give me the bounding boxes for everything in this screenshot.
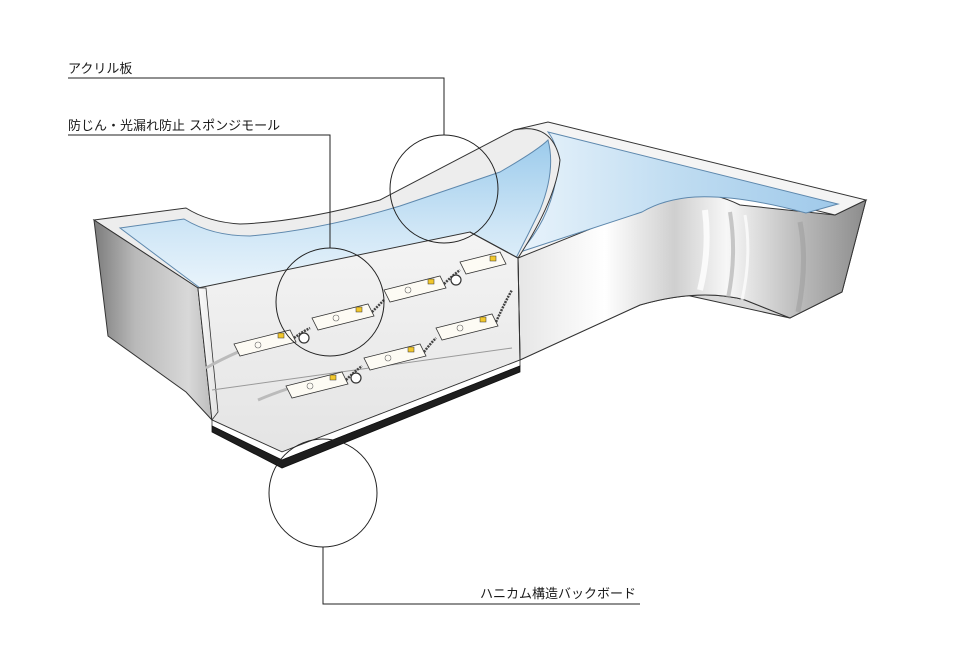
inner-floor-line (211, 347, 513, 391)
led-module (435, 313, 499, 341)
callout-sponge: 防じん・光漏れ防止 スポンジモール (68, 118, 385, 357)
cut-face (197, 287, 219, 422)
led-ring (350, 372, 362, 384)
led-cable (205, 350, 239, 370)
led-module (311, 303, 375, 331)
wall-shadow (795, 221, 807, 313)
leader-line (68, 134, 331, 248)
led-ring (450, 274, 462, 286)
inner-back-edge (469, 231, 519, 259)
left-acrylic-panel (118, 139, 552, 289)
wall-highlight (740, 214, 750, 301)
led-module (459, 251, 507, 275)
led-module (285, 371, 349, 399)
led-module (383, 275, 447, 303)
led-cable (257, 386, 291, 402)
led-connector (293, 326, 311, 340)
callout-label-sponge: 防じん・光漏れ防止 スポンジモール (68, 118, 280, 134)
inner-back-edge (517, 257, 521, 361)
leader-line (322, 547, 640, 605)
led-connector (423, 337, 437, 353)
wall-shadow (726, 211, 736, 299)
led-connector (345, 365, 363, 381)
left-outer-wall (93, 218, 213, 422)
callout-label-backboard: ハニカム構造バックボード (480, 587, 636, 602)
left-channel-shell (92, 128, 561, 469)
callout-label-acrylic: アクリル板 (68, 62, 132, 77)
callout-acrylic: アクリル板 (68, 62, 499, 244)
wall-highlight (697, 209, 710, 291)
backboard-black-layer (211, 365, 521, 469)
led-module (233, 329, 297, 357)
right-channel-shell (513, 121, 868, 361)
led-connector (371, 299, 385, 313)
led-module (363, 343, 427, 371)
led-module-strings (205, 251, 514, 402)
led-connector (494, 289, 514, 323)
led-ring (298, 332, 310, 344)
leader-line (68, 77, 445, 135)
callout-backboard: ハニカム構造バックボード (268, 438, 640, 605)
